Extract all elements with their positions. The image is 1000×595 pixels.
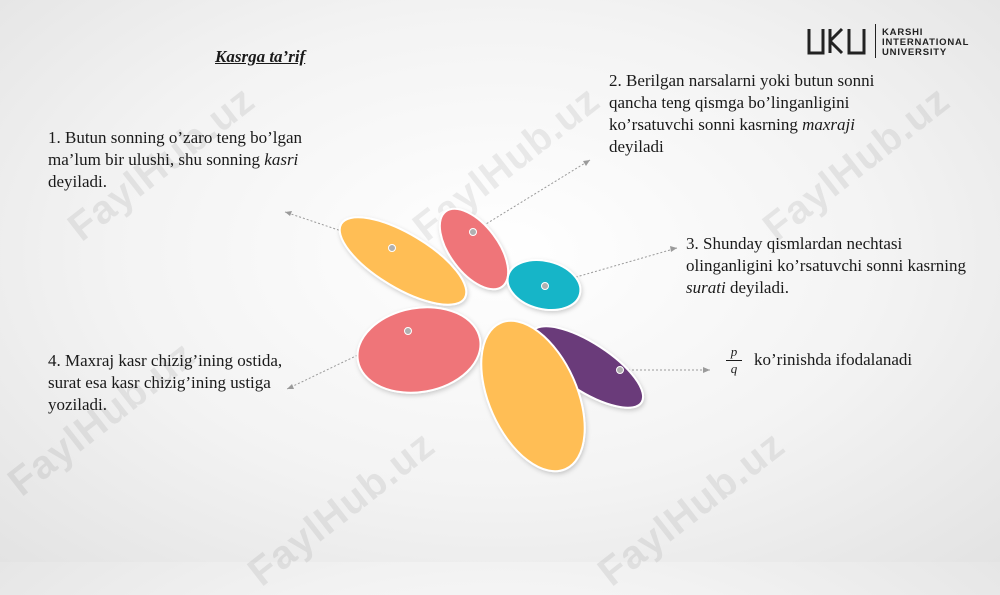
definition-2-text: 2. Berilgan narsalarni yoki butun sonni … bbox=[609, 71, 875, 134]
arrow-head bbox=[285, 211, 292, 216]
definition-3-text: 3. Shunday qismlardan nechtasi olinganli… bbox=[686, 234, 966, 275]
connector-line bbox=[472, 159, 591, 233]
connector-dot bbox=[404, 327, 412, 335]
definition-1-term: kasri bbox=[264, 150, 299, 169]
definition-4-text: 4. Maxraj kasr chizig’ining ostida, sura… bbox=[48, 351, 283, 414]
logo-mark-icon bbox=[807, 27, 866, 55]
definition-3: 3. Shunday qismlardan nechtasi olinganli… bbox=[686, 233, 971, 299]
definition-1-suffix: deyiladi. bbox=[48, 172, 108, 191]
definition-2-suffix: deyiladi bbox=[609, 137, 664, 156]
arrow-head bbox=[583, 160, 590, 166]
fraction-p-over-q: p q bbox=[726, 345, 742, 376]
connector-dot bbox=[616, 366, 624, 374]
logo-text: KARSHI INTERNATIONAL UNIVERSITY bbox=[882, 28, 969, 58]
definition-1: 1. Butun sonning o’zaro teng bo’lgan ma’… bbox=[48, 127, 318, 193]
logo-line: INTERNATIONAL bbox=[882, 37, 970, 48]
definition-3-term: surati bbox=[686, 278, 726, 297]
definition-1-text: 1. Butun sonning o’zaro teng bo’lgan ma’… bbox=[48, 128, 303, 169]
fraction-denominator: q bbox=[730, 361, 738, 376]
arrow-head bbox=[703, 367, 710, 373]
connector-line bbox=[284, 211, 393, 249]
arrow-head bbox=[287, 384, 294, 389]
logo-line: UNIVERSITY bbox=[882, 47, 948, 58]
connector-dot bbox=[469, 228, 477, 236]
connector-line bbox=[544, 247, 678, 287]
connector-dot bbox=[388, 244, 396, 252]
connector-dot bbox=[541, 282, 549, 290]
petal-diagram bbox=[284, 159, 710, 473]
slide-title: Kasrga ta’rif bbox=[215, 47, 306, 66]
petal-red-top bbox=[438, 207, 510, 291]
fraction-bar bbox=[726, 360, 742, 361]
arrow-head bbox=[670, 246, 677, 252]
petal-red-large bbox=[356, 306, 482, 394]
definition-4: 4. Maxraj kasr chizig’ining ostida, sura… bbox=[48, 350, 293, 416]
definition-2: 2. Berilgan narsalarni yoki butun sonni … bbox=[609, 70, 909, 158]
fraction-numerator: p bbox=[730, 344, 738, 359]
fraction-caption: ko’rinishda ifodalanadi bbox=[754, 350, 913, 369]
definition-2-term: maxraji bbox=[802, 115, 855, 134]
definition-3-suffix: deyiladi. bbox=[725, 278, 789, 297]
petal-yellow-top bbox=[338, 216, 468, 306]
logo-line: KARSHI bbox=[882, 27, 924, 38]
logo-divider bbox=[875, 24, 876, 58]
university-logo: KARSHI INTERNATIONAL UNIVERSITY bbox=[806, 22, 996, 62]
petal-yellow-bottom bbox=[480, 319, 586, 473]
